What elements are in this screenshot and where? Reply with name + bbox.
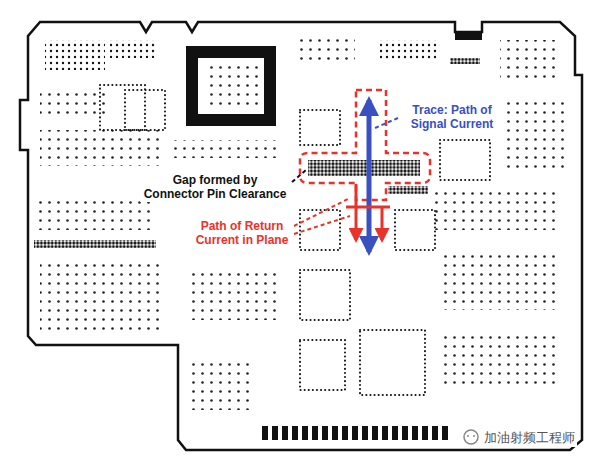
gap-callout: Gap formed by Connector Pin Clearance [140, 172, 290, 202]
return-current-callout: Path of Return Current in Plane [190, 218, 294, 248]
watermark: 加油射频工程师 [482, 429, 577, 447]
signal-trace-callout: Trace: Path of Signal Current [400, 102, 504, 132]
